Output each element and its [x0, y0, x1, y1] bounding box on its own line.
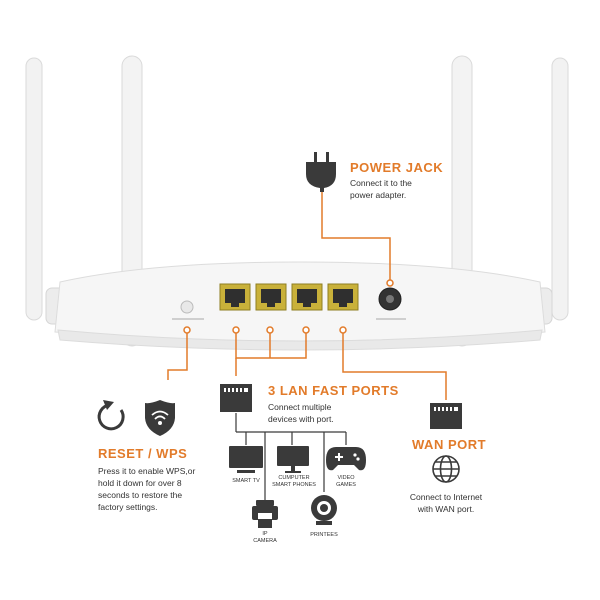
lan-port-3: [291, 283, 323, 311]
globe-icon: [432, 455, 460, 483]
callout-dots: [183, 279, 394, 334]
lan-desc-line: devices with port.: [268, 414, 334, 424]
ip-camera-label-line: CAMERA: [253, 538, 277, 544]
monitor-icon: [277, 446, 309, 473]
reset-desc-line: hold it down for over 8: [98, 478, 182, 488]
power-jack-desc-line: Connect it to the: [350, 178, 412, 188]
power-jack-desc: Connect it to the power adapter.: [350, 177, 412, 201]
power-jack-desc-line: power adapter.: [350, 190, 407, 200]
webcam-icon: [311, 495, 337, 525]
ip-camera-label: IP CAMERA: [250, 531, 280, 545]
tv-icon: [229, 446, 263, 473]
reset-icon: [97, 400, 125, 431]
reset-title: RESET / WPS: [98, 446, 188, 461]
callout-lines: [167, 192, 447, 400]
wan-ethernet-icon: [430, 403, 462, 429]
lan-desc-line: Connect multiple: [268, 402, 332, 412]
video-games-label: VIDEO GAMES: [330, 475, 362, 489]
reset-desc: Press it to enable WPS,or hold it down f…: [98, 465, 195, 513]
gamepad-icon: [326, 447, 366, 471]
wan-desc-line: Connect to Internet: [409, 492, 483, 502]
ip-camera-label-line: IP: [262, 531, 268, 537]
lan-port-2: [255, 283, 287, 311]
antenna-right-outer: [551, 57, 569, 321]
power-jack-title: POWER JACK: [350, 160, 444, 175]
wan-port: [327, 283, 359, 311]
lan-title: 3 LAN FAST PORTS: [268, 383, 399, 398]
wan-title: WAN PORT: [412, 437, 487, 452]
reset-label-print: [172, 318, 204, 320]
reset-desc-line: factory settings.: [98, 502, 158, 512]
printer-label: PRINTEES: [310, 532, 338, 538]
computer-label: CUMPUTER SMART PHONES: [266, 475, 322, 489]
ip-camera-icon: [252, 500, 278, 528]
wifi-shield-icon: [145, 400, 175, 436]
plug-icon: [306, 152, 336, 192]
computer-label-line: SMART PHONES: [272, 482, 316, 488]
video-games-label-line: VIDEO: [337, 475, 355, 481]
wan-desc: Connect to Internet with WAN port.: [408, 491, 484, 515]
antenna-left-outer: [25, 57, 43, 321]
computer-label-line: CUMPUTER: [278, 475, 310, 481]
reset-desc-line: seconds to restore the: [98, 490, 183, 500]
video-games-label-line: GAMES: [336, 482, 356, 488]
reset-desc-line: Press it to enable WPS,or: [98, 466, 196, 476]
wan-desc-line: with WAN port.: [417, 504, 475, 514]
ethernet-icon: [220, 384, 252, 412]
device-tree-lines: [235, 413, 347, 500]
lan-port-1: [219, 283, 251, 311]
lan-desc: Connect multiple devices with port.: [268, 401, 334, 425]
reset-button: [180, 300, 194, 314]
smart-tv-label: SMART TV: [232, 478, 260, 484]
